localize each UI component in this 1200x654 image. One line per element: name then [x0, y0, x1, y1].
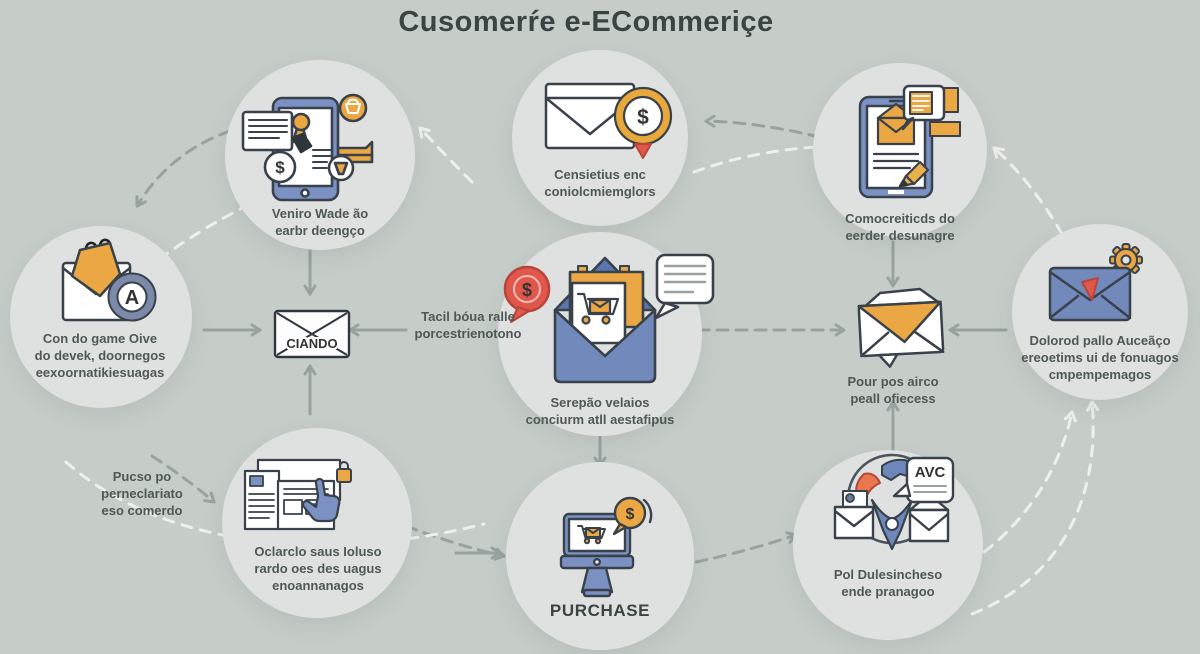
avc-bubble-icon — [892, 456, 955, 504]
label-line: conciurm atll aestafipus — [525, 412, 675, 428]
arc-purchase-to-bottomright — [694, 531, 798, 564]
dollar-glyph: $ — [626, 506, 635, 523]
label-line: coniolcmiemglors — [544, 184, 656, 200]
label-line: ereoetims ui de fonuagos — [1021, 350, 1179, 366]
message-bubble-icon — [654, 253, 715, 320]
shopping-bag-icon — [70, 241, 122, 298]
arc-topleft-down — [135, 129, 232, 208]
letter-a-glyph: A — [125, 287, 139, 309]
label-line: Tacil bóua ralle — [421, 309, 515, 324]
label-payment-email: Censietius enc coniolcmiemglors — [544, 166, 655, 200]
label-line: eexoornatikiesuagas — [35, 365, 165, 381]
lock-icon — [336, 461, 352, 483]
envelope-bag-icon: A — [61, 238, 157, 322]
label-line: rardo oes des uagus — [254, 561, 382, 577]
label-line: cmpempemagos — [1048, 367, 1152, 383]
globe-delivery-icon: AVC — [833, 453, 955, 551]
label-order-message: Comocreiticds do eerder desunagre — [845, 210, 955, 244]
label-line: Censietius enc — [554, 167, 646, 182]
note-lower-left: Pucso po perneclariato eso comerdo — [101, 468, 183, 519]
white-arc-topleft-arrow — [418, 126, 474, 184]
label-line: Veniro Wade ão — [271, 206, 369, 221]
tablet-order-icon — [858, 84, 961, 199]
label-line: PURCHASE — [549, 601, 651, 620]
label-mobile-order: Veniro Wade ão earbr deengço — [272, 205, 368, 239]
price-bubble-icon — [612, 496, 647, 536]
envelope-money-search-icon: $ — [544, 82, 673, 159]
dollar-glyph: $ — [637, 106, 649, 129]
browser-click-icon — [243, 458, 352, 531]
label-line: ende pranagoo — [841, 584, 935, 600]
label-order-email: Pour pos airco peall ofiecess — [847, 373, 938, 407]
open-envelope-cart-icon: $ — [503, 253, 715, 384]
label-line: eerder desunagre — [845, 228, 955, 244]
label-global-delivery: Pol Dulesincheso ende pranagoo — [834, 566, 942, 600]
arc-bottomleft-to-purchase — [404, 524, 506, 561]
hand-cursor-icon — [301, 477, 341, 523]
dollar-glyph: $ — [522, 280, 532, 300]
label-line: Comocreiticds do — [845, 211, 955, 226]
label-line: enoannanagos — [272, 578, 364, 594]
avc-label: AVC — [915, 464, 946, 481]
label-line: do devek, doornegos — [34, 348, 166, 364]
label-promo-email: Con do game Oive do devek, doornegos eex… — [35, 330, 166, 381]
white-arc-bottomright-2 — [970, 400, 1100, 616]
pencil-icon — [898, 160, 930, 188]
label-line: perneclariato — [101, 486, 183, 502]
label-line: Pour pos airco — [847, 374, 939, 389]
label-line: Con do game Oive — [42, 331, 158, 346]
label-line: Dolorod pallo Auceãço — [1029, 333, 1171, 348]
label-browse-click: Oclarclo saus Ioluso rardo oes des uagus… — [254, 543, 381, 594]
label-purchase: PURCHASE — [550, 600, 650, 622]
label-line: porcestrienotono — [414, 326, 522, 342]
label-cart-email: Serepão velaios conciurm atll aestafipus — [526, 394, 675, 428]
label-line: Oclarclo saus Ioluso — [254, 544, 382, 559]
label-line: Pucso po — [112, 469, 172, 484]
gear-icon — [1109, 243, 1143, 277]
smartphone-order-icon: $ — [241, 93, 374, 202]
label-line: earbr deengço — [275, 223, 365, 239]
ciando-envelope-icon: CIANDO — [273, 309, 351, 359]
ciando-label: CIANDO — [286, 336, 337, 351]
white-arc-right-up — [992, 146, 1064, 236]
page-title: Cusomerŕe e-ECommeriçe — [398, 6, 774, 38]
note-mid-left: Tacil bóua ralle porcestrienotono — [415, 308, 522, 342]
speech-bubble-icon — [901, 84, 946, 131]
price-bubble-icon — [503, 265, 551, 323]
envelope-pin-gear-icon — [1048, 243, 1143, 322]
envelope-icon — [833, 490, 875, 540]
open-orange-envelope-icon — [857, 287, 945, 368]
monitor-purchase-icon: $ — [559, 496, 653, 598]
cart-glyph — [576, 292, 620, 325]
label-line: Serepão velaios — [550, 395, 650, 410]
label-line: Pol Dulesincheso — [833, 567, 943, 582]
label-settings-email: Dolorod pallo Auceãço ereoetims ui de fo… — [1021, 332, 1178, 383]
dollar-glyph: $ — [275, 158, 285, 177]
label-line: peall ofiecess — [850, 391, 936, 407]
cart-glyph — [577, 525, 606, 545]
label-line: eso comerdo — [101, 503, 183, 519]
